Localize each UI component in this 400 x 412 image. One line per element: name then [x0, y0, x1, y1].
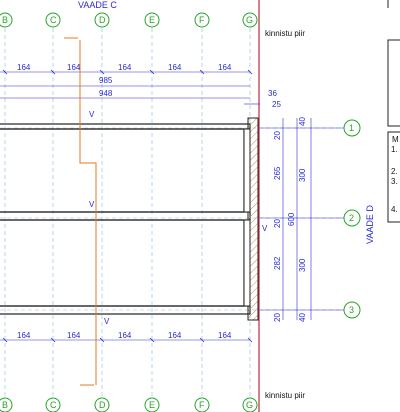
side-panel [387, 39, 400, 223]
dimension-texts-right: 20 265 20 282 20 40 300 300 40 600 [273, 117, 307, 322]
grid-label-c-bottom: C [50, 400, 57, 410]
section-mark-3: V [104, 317, 110, 326]
dim-right-inner-5: 20 [273, 313, 282, 322]
dim-right-outer-2: 300 [298, 168, 307, 182]
grid-label-g-top: G [246, 15, 253, 25]
grid-label-d-bottom: D [99, 400, 106, 410]
dimension-texts-top: 164 164 164 164 164 985 948 36 25 [17, 63, 281, 109]
grid-label-3: 3 [349, 305, 354, 315]
section-mark-1: V [89, 110, 95, 119]
dim-948: 948 [99, 89, 113, 98]
grid-label-c-top: C [50, 15, 57, 25]
dim-top-2: 164 [67, 63, 81, 72]
dim-top-3: 164 [118, 63, 132, 72]
side-panel-header: M [392, 135, 399, 144]
grid-label-d-top: D [99, 15, 106, 25]
grid-label-b-bottom: B [2, 400, 8, 410]
dim-right-inner-3: 20 [273, 219, 282, 228]
dim-bottom-1: 164 [17, 331, 31, 340]
grid-label-f-bottom: F [199, 400, 205, 410]
dim-985: 985 [99, 76, 113, 85]
dim-36: 36 [268, 89, 277, 98]
section-mark-2: V [89, 200, 95, 209]
dim-right-outer-4: 40 [298, 313, 307, 322]
dim-bottom-3: 164 [118, 331, 132, 340]
dim-right-inner-4: 282 [273, 256, 282, 270]
dim-top-5: 164 [218, 63, 232, 72]
side-panel-texts: M 1. 2. 3. 4. [391, 135, 399, 214]
boundary-label-top: kinnistu piir [265, 29, 305, 38]
wall-niche-2 [243, 219, 251, 307]
view-d-title: VAADE D [365, 205, 375, 244]
boundary-label-bottom: kinnistu piir [265, 391, 305, 400]
grid-label-1: 1 [349, 123, 354, 133]
grid-label-b-top: B [2, 15, 8, 25]
section-cut-line [64, 37, 97, 386]
dim-right-outer-3: 300 [298, 258, 307, 272]
grid-labels-bottom: B C D E F G [2, 400, 253, 410]
grid-labels-right: 1 2 3 [349, 123, 354, 315]
dimension-lines-right [260, 118, 345, 320]
grid-bubbles [0, 12, 361, 412]
grid-label-e-top: E [149, 15, 155, 25]
dimension-texts-bottom: 164 164 164 164 164 [17, 331, 232, 340]
grid-label-f-top: F [199, 15, 205, 25]
side-panel-num-3: 3. [391, 177, 398, 186]
grid-labels-top: B C D E F G [2, 15, 253, 25]
dim-bottom-5: 164 [218, 331, 232, 340]
side-panel-num-2: 2. [391, 167, 398, 176]
dim-600: 600 [287, 212, 296, 226]
dim-bottom-2: 164 [67, 331, 81, 340]
view-c-title: VAADE C [78, 0, 117, 10]
wall-niche-1 [243, 128, 251, 213]
dim-top-1: 164 [17, 63, 31, 72]
dim-right-inner-2: 265 [273, 166, 282, 180]
walls [0, 123, 251, 315]
dim-right-inner-1: 20 [273, 131, 282, 140]
hatched-wall-band [247, 117, 259, 321]
grid-label-e-bottom: E [149, 400, 155, 410]
section-mark-right: V [262, 224, 268, 233]
side-panel-num-1: 1. [391, 145, 398, 154]
grid-label-g-bottom: G [246, 400, 253, 410]
dim-top-4: 164 [168, 63, 182, 72]
dimension-ticks [2, 69, 253, 343]
dim-25: 25 [272, 100, 281, 109]
grid-label-2: 2 [349, 213, 354, 223]
dimension-lines-top [0, 71, 260, 341]
dim-bottom-4: 164 [168, 331, 182, 340]
dim-right-outer-1: 40 [298, 117, 307, 126]
grid-axes-vertical [4, 28, 251, 400]
side-panel-num-4: 4. [391, 205, 398, 214]
section-marks: V V V V [89, 110, 268, 326]
